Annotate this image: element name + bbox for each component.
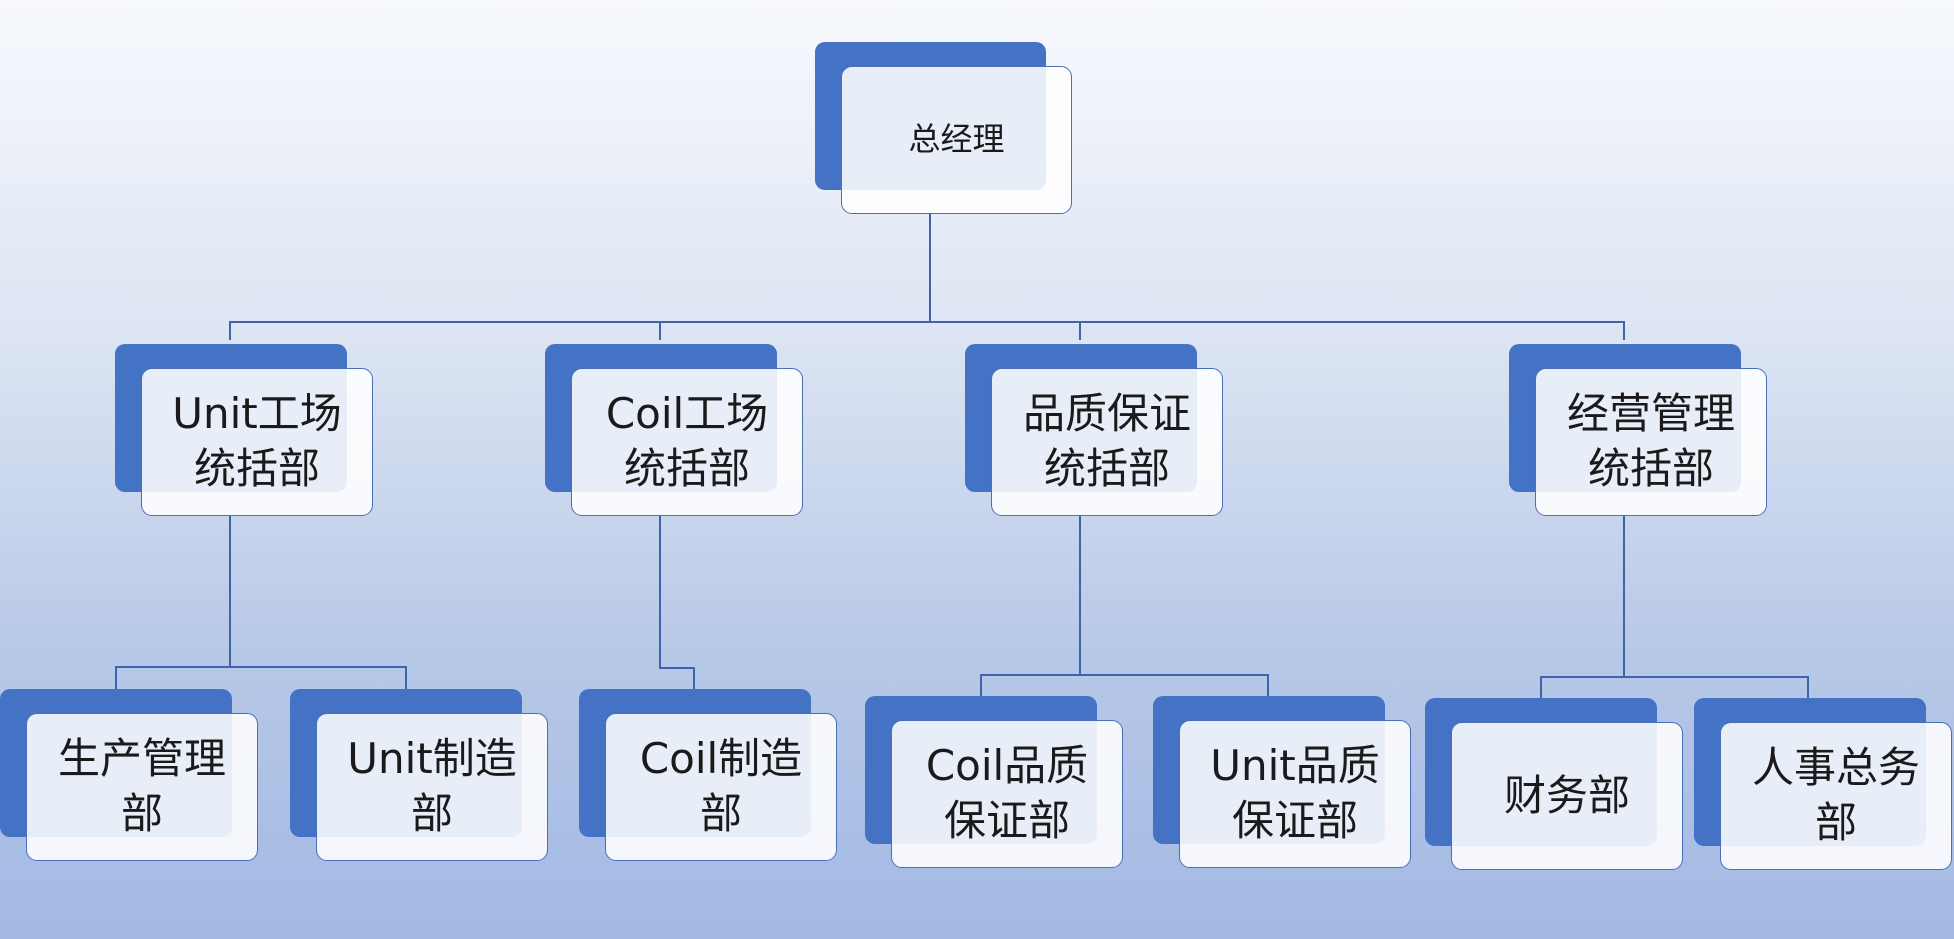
node-card: Coil工场 统括部 — [571, 368, 803, 516]
node-card: Unit工场 统括部 — [141, 368, 373, 516]
org-node-production-management-dept: 生产管理 部 — [0, 689, 258, 861]
node-label: 生产管理 部 — [57, 734, 226, 838]
org-node-general-manager: 总经理 — [815, 42, 1072, 214]
node-label: 人事总务 部 — [1751, 743, 1920, 847]
node-label: Unit工场 统括部 — [172, 389, 342, 493]
org-node-quality-assurance-division: 品质保证 统括部 — [965, 344, 1223, 516]
node-card: 经营管理 统括部 — [1535, 368, 1767, 516]
org-node-finance-dept: 财务部 — [1425, 698, 1683, 870]
connector-coil-division-to-department — [659, 516, 695, 689]
connector-quality-division-to-departments — [980, 516, 1269, 696]
org-node-coil-manufacturing-dept: Coil制造 部 — [579, 689, 837, 861]
node-card: 总经理 — [841, 66, 1072, 214]
node-label: 财务部 — [1503, 770, 1630, 820]
connector-management-division-to-departments — [1540, 516, 1809, 698]
node-card: Coil制造 部 — [605, 713, 837, 861]
node-label: 总经理 — [908, 120, 1005, 159]
node-label: Coil工场 统括部 — [605, 389, 769, 493]
connector-unit-division-to-departments — [115, 516, 407, 689]
node-card: 人事总务 部 — [1720, 722, 1952, 870]
node-label: Unit品质 保证部 — [1210, 741, 1380, 845]
org-node-hr-general-affairs-dept: 人事总务 部 — [1694, 698, 1952, 870]
node-card: 品质保证 统括部 — [991, 368, 1223, 516]
node-label: 经营管理 统括部 — [1566, 389, 1735, 493]
node-label: Unit制造 部 — [347, 734, 517, 838]
org-node-coil-quality-assurance-dept: Coil品质 保证部 — [865, 696, 1123, 868]
connector-root-to-divisions — [229, 214, 1625, 340]
node-card: 生产管理 部 — [26, 713, 258, 861]
node-card: 财务部 — [1451, 722, 1683, 870]
org-node-business-management-division: 经营管理 统括部 — [1509, 344, 1767, 516]
org-node-coil-factory-division: Coil工场 统括部 — [545, 344, 803, 516]
org-node-unit-quality-assurance-dept: Unit品质 保证部 — [1153, 696, 1411, 868]
node-card: Coil品质 保证部 — [891, 720, 1123, 868]
node-label: Coil品质 保证部 — [925, 741, 1089, 845]
org-node-unit-factory-division: Unit工场 统括部 — [115, 344, 373, 516]
node-label: Coil制造 部 — [639, 734, 803, 838]
org-node-unit-manufacturing-dept: Unit制造 部 — [290, 689, 548, 861]
node-card: Unit品质 保证部 — [1179, 720, 1411, 868]
node-card: Unit制造 部 — [316, 713, 548, 861]
node-label: 品质保证 统括部 — [1022, 389, 1191, 493]
